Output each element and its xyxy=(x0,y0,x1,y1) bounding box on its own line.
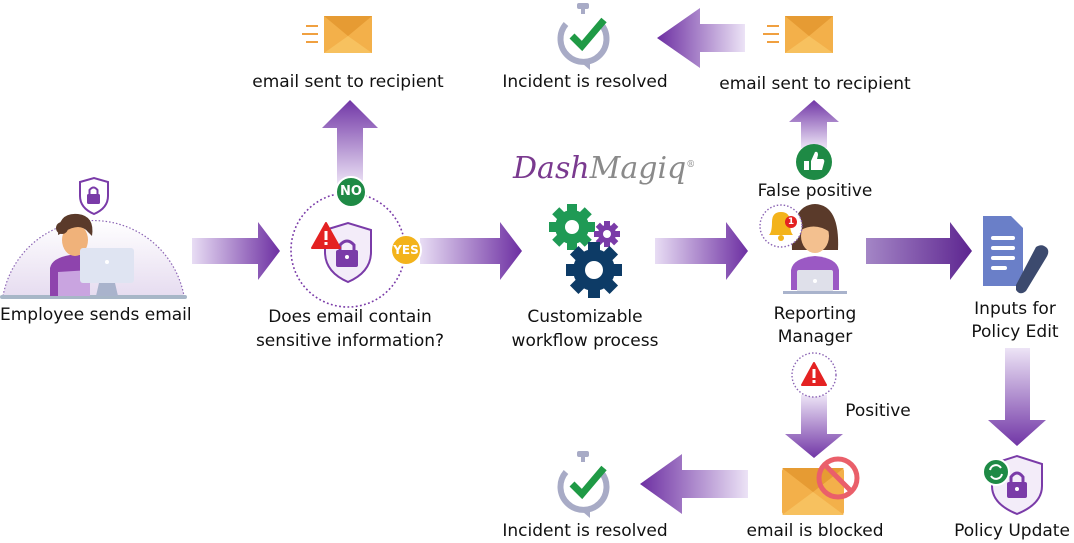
lock-shield-icon xyxy=(79,176,109,216)
arrow-positive-to-blocked xyxy=(785,395,843,458)
arrow-policy-inputs-to-update xyxy=(988,348,1046,446)
resolved-bottom-label: Incident is resolved xyxy=(502,521,668,541)
no-badge: NO xyxy=(340,184,362,199)
false-positive-label: False positive xyxy=(757,181,873,201)
warning-icon xyxy=(801,362,827,386)
employee-label: Employee sends email xyxy=(0,305,192,325)
workflow-label-line1: Customizable xyxy=(527,307,643,327)
brand-logo: DashMagiq® xyxy=(513,148,695,186)
brand-name-part2: Magiq xyxy=(589,151,687,186)
arrow-manager-to-policy-inputs xyxy=(866,222,972,280)
sent-top-left-label: email sent to recipient xyxy=(252,72,444,92)
sent-top-right-label: email sent to recipient xyxy=(719,74,911,94)
prohibited-icon xyxy=(816,456,860,500)
brand-registered-mark: ® xyxy=(686,160,696,170)
yes-badge: YES xyxy=(393,243,419,257)
shield-lock-icon xyxy=(324,221,372,284)
warning-icon xyxy=(311,222,341,249)
arrow-sent-to-resolved-top xyxy=(657,8,745,68)
manager-illustration xyxy=(783,204,847,294)
manager-label-line1: Reporting xyxy=(773,304,857,324)
brand-name-part1: Dash xyxy=(513,151,590,186)
policy-update-label: Policy Update xyxy=(954,521,1070,541)
envelope-sent-icon xyxy=(302,16,372,53)
no-badge-bg xyxy=(335,176,367,208)
policy-document-icon xyxy=(983,216,1049,294)
policy-inputs-label-line2: Policy Edit xyxy=(971,322,1059,342)
manager-label-line2: Manager xyxy=(777,327,853,347)
policy-inputs-label-line1: Inputs for xyxy=(974,299,1056,319)
workflow-label-line2: workflow process xyxy=(511,331,659,351)
yes-badge-bg xyxy=(390,234,422,266)
positive-label: Positive xyxy=(845,401,911,421)
arrow-blocked-to-resolved-bottom xyxy=(640,454,748,514)
thumbs-up-icon xyxy=(804,151,825,170)
resolved-stopwatch-icon xyxy=(557,451,610,518)
arrow-false-positive-to-sent xyxy=(789,100,839,148)
envelope-blocked-icon xyxy=(782,468,844,515)
arrow-employee-to-check xyxy=(192,222,280,280)
arrow-yes-to-workflow xyxy=(420,222,522,280)
check-label-line2: sensitive information? xyxy=(255,331,445,351)
resolved-top-label: Incident is resolved xyxy=(502,72,668,92)
resolved-stopwatch-icon xyxy=(557,3,610,70)
arrow-no-to-sent xyxy=(322,100,378,185)
blocked-label: email is blocked xyxy=(746,521,884,541)
notification-count: 1 xyxy=(787,217,795,227)
notification-bell-icon xyxy=(759,204,803,248)
gears-icon xyxy=(549,204,622,298)
arrow-workflow-to-manager xyxy=(655,222,748,280)
check-label-line1: Does email contain xyxy=(268,307,432,327)
envelope-sent-icon xyxy=(763,16,833,53)
refresh-icon xyxy=(982,458,1010,486)
employee-illustration xyxy=(0,213,187,299)
